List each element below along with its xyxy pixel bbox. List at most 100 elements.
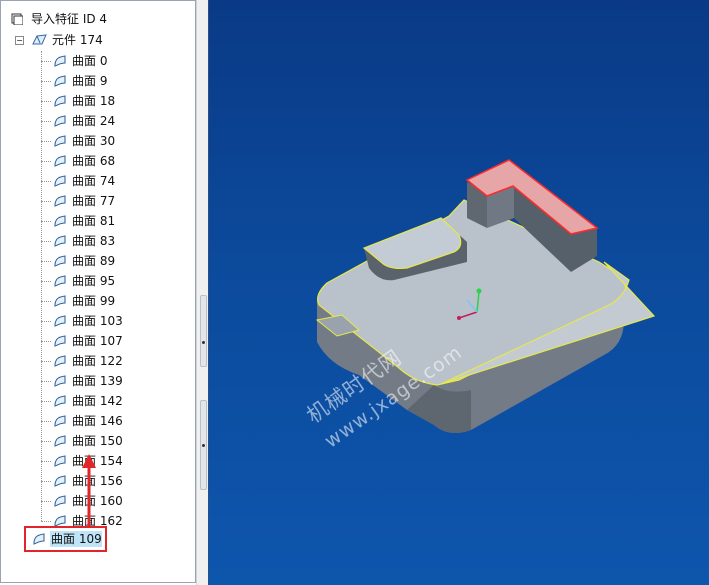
axis-z	[466, 299, 478, 313]
tree-branch-line	[41, 61, 51, 62]
surface-label: 曲面 9	[72, 74, 108, 88]
surface-item[interactable]: 曲面 146	[41, 411, 123, 431]
surface-icon	[33, 533, 45, 545]
model-render	[315, 159, 656, 434]
tree-branch-line	[41, 281, 51, 282]
surface-item[interactable]: 曲面 77	[41, 191, 115, 211]
surface-item[interactable]: 曲面 139	[41, 371, 123, 391]
tree-branch-line	[41, 101, 51, 102]
surface-icon	[54, 475, 66, 487]
surface-icon	[54, 375, 66, 387]
surface-icon	[54, 135, 66, 147]
tree-branch-line	[41, 161, 51, 162]
surface-label: 曲面 142	[72, 394, 123, 408]
surface-item[interactable]: 曲面 81	[41, 211, 115, 231]
tree-branch-line	[41, 521, 51, 522]
splitter-grip-icon	[202, 341, 205, 344]
surface-item[interactable]: 曲面 24	[41, 111, 115, 131]
surface-label: 曲面 18	[72, 94, 116, 108]
tree-branch-line	[41, 141, 51, 142]
block-top-face-highlighted	[465, 159, 599, 235]
moved-surface-item[interactable]: 曲面 109	[24, 526, 107, 552]
splitter-handle-top[interactable]	[200, 295, 207, 367]
surface-label: 曲面 30	[72, 134, 116, 148]
surface-label: 曲面 150	[72, 434, 123, 448]
surface-item[interactable]: 曲面 83	[41, 231, 115, 251]
tree-part-item[interactable]: − 元件 174	[15, 30, 103, 50]
surface-icon	[54, 75, 66, 87]
surface-icon	[54, 435, 66, 447]
graphics-viewport[interactable]	[208, 0, 709, 585]
tree-branch-line	[41, 321, 51, 322]
surface-label: 曲面 122	[72, 354, 123, 368]
surface-icon	[54, 275, 66, 287]
surface-item[interactable]: 曲面 68	[41, 151, 115, 171]
tree-branch-line	[41, 341, 51, 342]
surface-icon	[54, 315, 66, 327]
surface-item[interactable]: 曲面 95	[41, 271, 115, 291]
tree-branch-line	[41, 461, 51, 462]
surface-item[interactable]: 曲面 99	[41, 291, 115, 311]
tree-branch-line	[41, 181, 51, 182]
surface-icon	[54, 395, 66, 407]
surface-label: 曲面 160	[72, 494, 123, 508]
surface-item[interactable]: 曲面 74	[41, 171, 115, 191]
surface-item[interactable]: 曲面 142	[41, 391, 123, 411]
tree-branch-line	[41, 441, 51, 442]
surface-label: 曲面 156	[72, 474, 123, 488]
surface-label: 曲面 99	[72, 294, 116, 308]
tree-branch-line	[41, 421, 51, 422]
selection-highlight	[50, 531, 102, 547]
tree-root-item[interactable]: 导入特征 ID 4	[11, 9, 107, 29]
tree-branch-line	[41, 301, 51, 302]
axis-x-tip	[457, 316, 461, 320]
surface-icon	[54, 415, 66, 427]
surface-icon	[54, 215, 66, 227]
tree-branch-line	[41, 481, 51, 482]
surface-label: 曲面 81	[72, 214, 116, 228]
feature-icon	[11, 13, 23, 25]
model-tree-panel[interactable]: 导入特征 ID 4 − 元件 174 曲面 0 曲面 9 曲面 18 曲面 24 曲面 …	[0, 0, 196, 583]
collapse-toggle-icon[interactable]: −	[15, 36, 24, 45]
tree-part-label: 元件 174	[52, 33, 103, 47]
component-icon	[32, 34, 47, 45]
moved-surface-label: 曲面 109	[51, 532, 102, 546]
splitter-grip-icon	[202, 444, 205, 447]
surface-item[interactable]: 曲面 103	[41, 311, 123, 331]
block-left-face	[467, 182, 487, 228]
surface-label: 曲面 139	[72, 374, 123, 388]
surface-label: 曲面 89	[72, 254, 116, 268]
surface-icon	[54, 115, 66, 127]
surface-icon	[54, 455, 66, 467]
tree-branch-line	[41, 501, 51, 502]
surface-icon	[54, 175, 66, 187]
surface-item[interactable]: 曲面 160	[41, 491, 123, 511]
surface-icon	[54, 495, 66, 507]
surface-label: 曲面 95	[72, 274, 116, 288]
surface-icon	[54, 195, 66, 207]
slanted-plate	[440, 261, 656, 385]
tree-branch-line	[41, 121, 51, 122]
tree-branch-line	[41, 221, 51, 222]
surface-item[interactable]: 曲面 0	[41, 51, 107, 71]
tree-branch-line	[41, 401, 51, 402]
surface-item[interactable]: 曲面 150	[41, 431, 123, 451]
panel-splitter[interactable]	[196, 0, 208, 585]
surface-item[interactable]: 曲面 107	[41, 331, 123, 351]
surface-label: 曲面 74	[72, 174, 116, 188]
base-corner-face	[407, 385, 471, 434]
surface-item[interactable]: 曲面 9	[41, 71, 107, 91]
surface-label: 曲面 68	[72, 154, 116, 168]
surface-item[interactable]: 曲面 30	[41, 131, 115, 151]
surface-item[interactable]: 曲面 162	[41, 511, 123, 531]
surface-label: 曲面 83	[72, 234, 116, 248]
surface-label: 曲面 24	[72, 114, 116, 128]
surface-item[interactable]: 曲面 122	[41, 351, 123, 371]
tree-branch-line	[41, 241, 51, 242]
surface-label: 曲面 146	[72, 414, 123, 428]
surface-item[interactable]: 曲面 18	[41, 91, 115, 111]
surface-icon	[54, 255, 66, 267]
surface-item[interactable]: 曲面 156	[41, 471, 123, 491]
surface-item[interactable]: 曲面 89	[41, 251, 115, 271]
tree-branch-line	[41, 201, 51, 202]
